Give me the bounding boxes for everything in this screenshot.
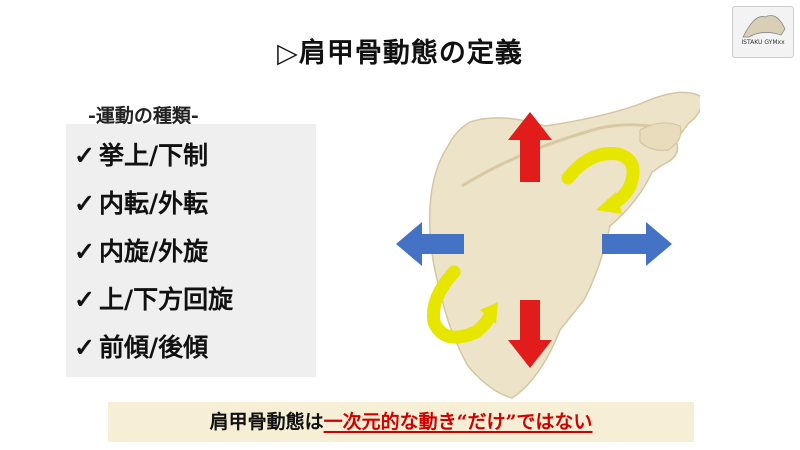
check-icon: ✓	[74, 237, 95, 266]
list-item-label: 上/下方回旋	[98, 285, 234, 314]
logo-icon	[742, 15, 786, 38]
list-item-label: 挙上/下制	[98, 141, 209, 170]
logo-text: ISTAKU GYMxx	[741, 39, 785, 46]
list-item: ✓前傾/後傾	[74, 328, 208, 372]
slide-title: ▷肩甲骨動態の定義	[277, 38, 523, 69]
check-icon: ✓	[74, 333, 95, 362]
adduction-arrow-icon	[396, 222, 464, 266]
check-icon: ✓	[74, 141, 95, 170]
check-icon: ✓	[74, 189, 95, 218]
caption-banner: 肩甲骨動態は一次元的な動き“だけ”ではない	[108, 402, 694, 442]
scapula-figure	[396, 91, 700, 399]
list-item: ✓上/下方回旋	[74, 280, 233, 324]
abduction-arrow-icon	[602, 222, 672, 266]
upward-rotation-arrow-icon	[561, 147, 640, 214]
downward-rotation-arrow-icon	[426, 265, 498, 344]
depression-arrow-icon	[508, 300, 552, 368]
list-panel	[66, 124, 316, 377]
list-item: ✓内旋/外旋	[74, 232, 208, 276]
coracoid-process	[639, 122, 682, 151]
list-item: ✓内転/外転	[74, 184, 208, 228]
logo: ISTAKU GYMxx	[732, 6, 794, 58]
elevation-arrow-icon	[508, 112, 552, 182]
list-heading: -運動の種類-	[88, 105, 199, 127]
list-item: ✓挙上/下制	[74, 136, 208, 180]
list-item-label: 内旋/外旋	[98, 237, 209, 266]
list-item-label: 内転/外転	[98, 189, 209, 218]
check-icon: ✓	[74, 285, 95, 314]
list-item-label: 前傾/後傾	[98, 333, 209, 362]
caption-text-emphasis: 一次元的な動き“だけ”ではない	[323, 411, 593, 433]
caption-text-main: 肩甲骨動態は	[209, 411, 324, 433]
